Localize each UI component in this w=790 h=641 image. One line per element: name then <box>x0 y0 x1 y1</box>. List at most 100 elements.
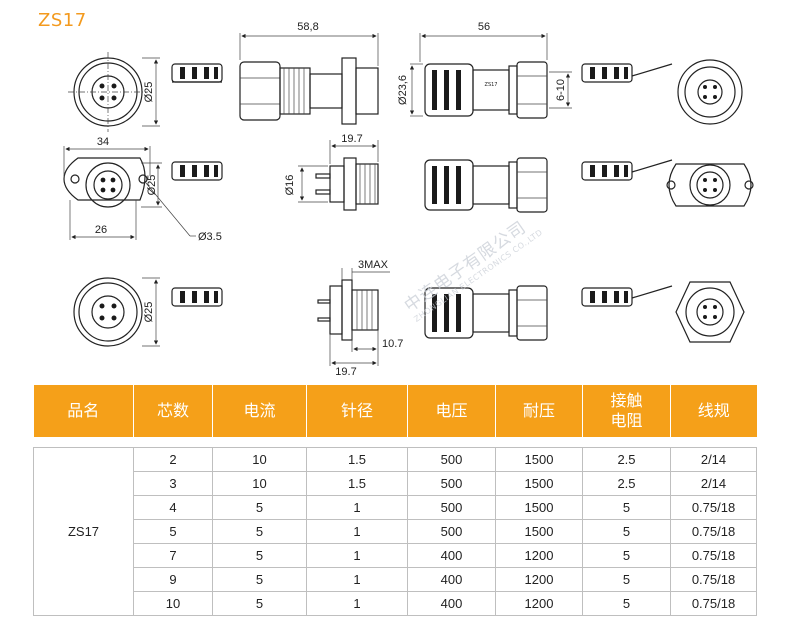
product-cell: ZS17 <box>33 447 134 616</box>
table-cell: 1200 <box>495 591 583 616</box>
table-cell: 1500 <box>495 495 583 520</box>
table-cell: 400 <box>407 567 496 592</box>
table-cell: 10 <box>212 447 307 472</box>
table-cell: 1.5 <box>306 447 408 472</box>
table-cell: 5 <box>212 567 307 592</box>
table-cell: 2 <box>133 447 213 472</box>
table-cell: 5 <box>582 543 671 568</box>
header-product: 品名 <box>33 385 134 437</box>
table-cell: 5 <box>133 519 213 544</box>
side-view-socket-flange <box>298 140 379 211</box>
table-cell: 2/14 <box>670 471 757 496</box>
table-cell: 1500 <box>495 447 583 472</box>
cap-side-1 <box>171 63 223 83</box>
table-cell: 5 <box>582 519 671 544</box>
table-cell: 1500 <box>495 471 583 496</box>
table-cell: 0.75/18 <box>670 567 757 592</box>
table-cell: 2/14 <box>670 447 757 472</box>
dim-dia-25-b: Ø25 <box>146 175 158 196</box>
svg-text:ZS17: ZS17 <box>485 82 498 88</box>
cap-front-flange <box>581 159 754 207</box>
cap-front-1 <box>581 59 743 125</box>
table-cell: 0.75/18 <box>670 543 757 568</box>
table-header-row: 品名 芯数 电流 针径 电压 耐压 接触电阻 线规 <box>33 385 757 437</box>
table-cell: 4 <box>133 495 213 520</box>
cap-front-3 <box>581 281 745 343</box>
table-cell: 10 <box>133 591 213 616</box>
table-cell: 5 <box>582 567 671 592</box>
header-voltage: 电压 <box>407 385 496 437</box>
table-cell: 1 <box>306 543 408 568</box>
table-cell: 400 <box>407 591 496 616</box>
table-cell: 5 <box>582 495 671 520</box>
header-pins: 芯数 <box>133 385 213 437</box>
page-title: ZS17 <box>38 10 87 31</box>
table-cell: 1.5 <box>306 471 408 496</box>
dim-dia-16: Ø16 <box>284 175 296 196</box>
header-withstand-voltage: 耐压 <box>495 385 583 437</box>
table-cell: 500 <box>407 471 496 496</box>
table-cell: 5 <box>582 591 671 616</box>
dim-len-10-7: 10.7 <box>382 338 403 350</box>
dim-width-26: 26 <box>95 224 107 236</box>
table-cell: 3 <box>133 471 213 496</box>
dim-dia-25-c: Ø25 <box>143 302 155 323</box>
table-cell: 500 <box>407 519 496 544</box>
table-cell: 1 <box>306 567 408 592</box>
table-cell: 5 <box>212 591 307 616</box>
table-cell: 10 <box>212 471 307 496</box>
table-cell: 1200 <box>495 567 583 592</box>
dim-hole-3-5: Ø3.5 <box>198 231 222 243</box>
table-cell: 1 <box>306 591 408 616</box>
table-cell: 5 <box>212 519 307 544</box>
front-view-round-2 <box>73 277 160 347</box>
side-view-panel-socket <box>317 268 390 366</box>
table-cell: 400 <box>407 543 496 568</box>
header-contact-resistance-label: 接触电阻 <box>610 391 643 430</box>
dim-width-34: 34 <box>97 136 109 148</box>
technical-drawings: Ø25 58,8 ZS17 56 Ø23,6 6-10 <box>63 21 754 378</box>
front-view-flange <box>63 146 196 240</box>
table-cell: 5 <box>212 543 307 568</box>
side-view-plug-1: ZS17 <box>409 33 572 119</box>
table-cell: 0.75/18 <box>670 591 757 616</box>
table-cell: 0.75/18 <box>670 519 757 544</box>
dim-dia-23-6: Ø23,6 <box>397 75 409 105</box>
dim-range-6-10: 6-10 <box>555 79 567 101</box>
header-current: 电流 <box>212 385 307 437</box>
table-cell: 9 <box>133 567 213 592</box>
table-cell: 1200 <box>495 543 583 568</box>
front-view-round-1 <box>68 52 160 132</box>
cap-side-3 <box>171 287 223 307</box>
dim-length-56: 56 <box>478 21 490 33</box>
table-cell: 500 <box>407 495 496 520</box>
table-cell: 500 <box>407 447 496 472</box>
header-pin-diameter: 针径 <box>306 385 408 437</box>
table-cell: 0.75/18 <box>670 495 757 520</box>
table-cell: 2.5 <box>582 471 671 496</box>
dim-len-19-7-a: 19.7 <box>341 133 362 145</box>
dim-len-19-7-b: 19.7 <box>335 366 356 378</box>
side-view-plug-3 <box>424 285 548 341</box>
header-contact-resistance: 接触电阻 <box>582 385 671 437</box>
table-cell: 1 <box>306 519 408 544</box>
header-wire-gauge: 线规 <box>670 385 757 437</box>
table-cell: 5 <box>212 495 307 520</box>
table-cell: 2.5 <box>582 447 671 472</box>
table-cell: 1500 <box>495 519 583 544</box>
dim-3-max: 3MAX <box>358 259 389 271</box>
side-view-plug-2 <box>424 157 548 213</box>
dim-length-58-8: 58,8 <box>297 21 318 33</box>
side-view-connector-1 <box>239 33 379 125</box>
cap-side-2 <box>171 161 223 181</box>
dim-dia-25-a: Ø25 <box>143 82 155 103</box>
table-cell: 7 <box>133 543 213 568</box>
